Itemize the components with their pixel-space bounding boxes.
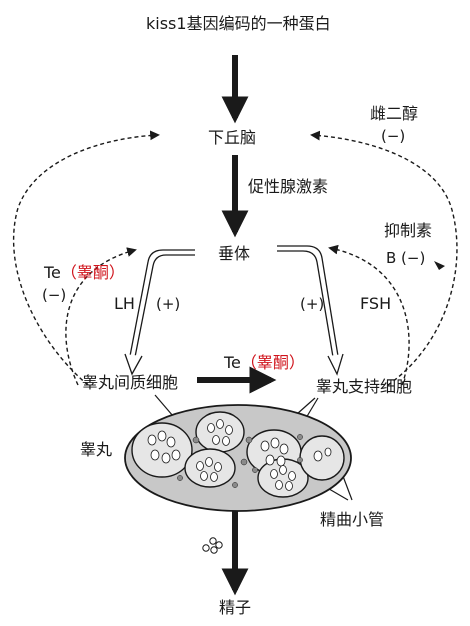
te-mid-symbol: Te xyxy=(224,353,241,372)
node-hypothalamus: 下丘脑 xyxy=(208,128,257,147)
feedback-sertoli-to-pituitary xyxy=(328,244,410,386)
node-tubules: 精曲小管 xyxy=(320,510,385,529)
feedback-sertoli-to-hypothalamus xyxy=(310,130,458,386)
node-testis: 睾丸 xyxy=(80,440,113,459)
feedback-leydig-to-hypothalamus xyxy=(13,130,160,386)
label-lh-sign: (+) xyxy=(156,295,181,313)
node-leydig: 睾丸间质细胞 xyxy=(82,373,179,392)
diagram-title: kiss1基因编码的一种蛋白 xyxy=(146,14,331,33)
te-mid-chinese: （睾酮） xyxy=(240,353,305,372)
arrow-lh xyxy=(124,249,195,376)
inhibin-arrowhead-icon xyxy=(434,261,445,270)
label-lh: LH xyxy=(114,294,135,313)
label-estradiol: 雌二醇 xyxy=(370,104,419,123)
label-te-left-sign: (−) xyxy=(42,286,67,304)
label-fsh: FSH xyxy=(360,294,392,313)
label-inhibin-b: B (−) xyxy=(386,249,426,267)
label-te-mid: Te（睾酮） xyxy=(224,353,305,373)
label-inhibin: 抑制素 xyxy=(384,221,433,240)
node-sperm: 精子 xyxy=(219,598,252,617)
testis-illustration xyxy=(124,404,352,512)
node-gnrh: 促性腺激素 xyxy=(248,177,329,196)
sperm-icon xyxy=(202,537,223,554)
label-te-left: Te（睾酮） xyxy=(44,263,125,283)
feedback-leydig-to-pituitary xyxy=(65,247,137,386)
label-estradiol-sign: (−) xyxy=(381,127,406,145)
label-fsh-sign: (+) xyxy=(300,295,325,313)
te-left-chinese: （睾酮） xyxy=(60,263,125,282)
node-sertoli: 睾丸支持细胞 xyxy=(316,377,413,396)
arrow-fsh xyxy=(277,245,344,376)
te-left-symbol: Te xyxy=(44,263,61,282)
node-pituitary: 垂体 xyxy=(218,244,251,263)
